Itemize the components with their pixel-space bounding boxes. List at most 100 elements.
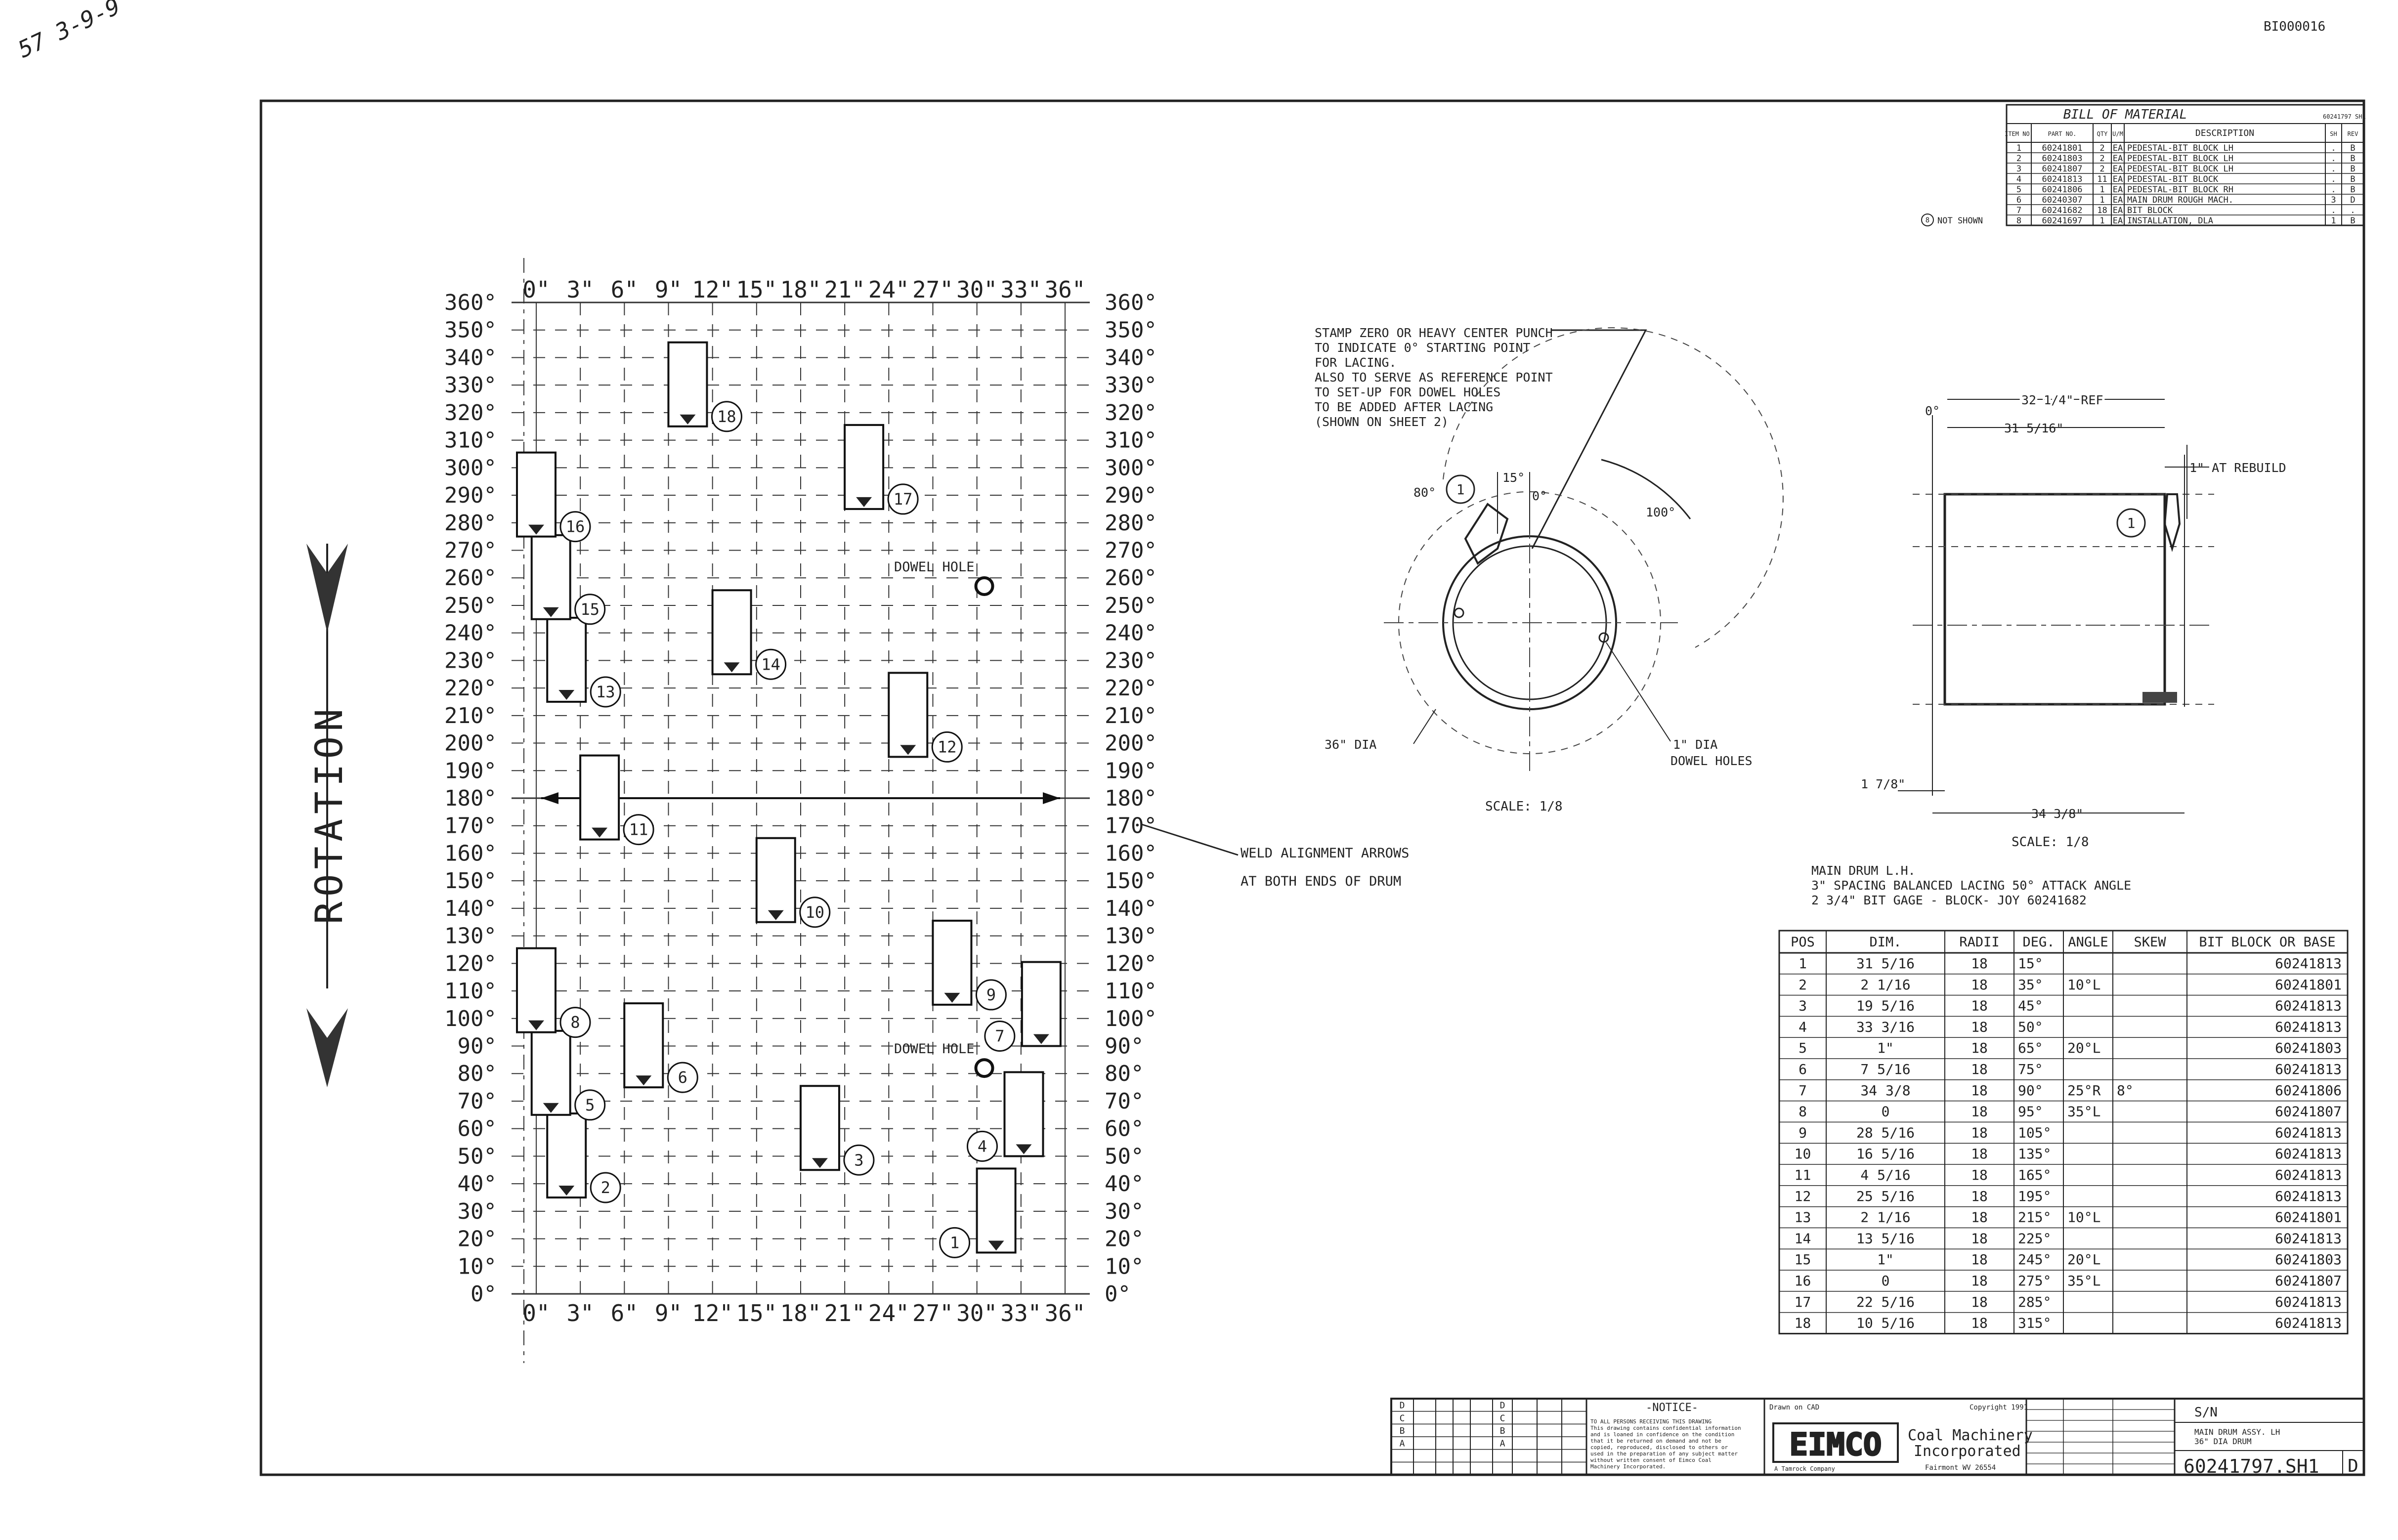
y-tick-left: 180°	[444, 786, 497, 811]
notice-line-4: that it be returned on demand and not be	[1590, 1438, 1721, 1444]
bit-block-14: 14	[711, 589, 787, 680]
y-tick-left: 320°	[444, 400, 497, 426]
bit-block-balloon	[559, 511, 591, 543]
bit-block-balloon	[755, 648, 787, 680]
bom-cell: B	[2350, 174, 2355, 184]
y-tick-left: 60°	[458, 1116, 497, 1142]
y-tick-right: 80°	[1105, 1061, 1144, 1086]
bom-cell: 7	[2016, 206, 2021, 215]
stamp-note-line-4: ALSO TO SERVE AS REFERENCE POINT	[1315, 370, 1553, 385]
bom-cell: PEDESTAL-BIT BLOCK RH	[2127, 185, 2233, 195]
sn-label: S/N	[2194, 1405, 2218, 1420]
bit-block-sketch	[1464, 503, 1509, 565]
pos-cell: 20°L	[2067, 1040, 2100, 1056]
y-tick-left: 230°	[444, 648, 497, 673]
y-tick-left: 220°	[444, 676, 497, 701]
pos-cell: 8	[1798, 1104, 1807, 1120]
bom-cell: 1	[2016, 143, 2021, 153]
y-tick-right: 330°	[1105, 373, 1157, 398]
y-tick-left: 150°	[444, 868, 497, 894]
y-tick-left: 20°	[458, 1227, 497, 1252]
pos-cell: 18	[1971, 998, 1988, 1014]
notice-line-5: copied, reproduced, disclosed to others …	[1590, 1444, 1728, 1451]
bom-cell: EA	[2113, 143, 2123, 153]
bit-block-balloon-label: 18	[717, 407, 736, 426]
bom-cell: 60241806	[2042, 185, 2083, 195]
pos-cell: 60241813	[2275, 998, 2342, 1014]
bit-block-outline	[888, 672, 929, 758]
bit-block-balloon	[574, 1089, 606, 1121]
side-view-balloon	[2116, 508, 2146, 538]
y-tick-left: 140°	[444, 896, 497, 921]
y-tick-left: 280°	[444, 511, 497, 536]
weld-arrow-right	[1043, 792, 1060, 804]
x-tick-top: 12"	[692, 276, 733, 303]
y-tick-left: 190°	[444, 758, 497, 783]
bit-tip-marker	[543, 607, 559, 617]
rotation-arrow-head-bottom	[306, 1008, 348, 1087]
pos-cell: 14	[1795, 1230, 1811, 1246]
rebuild-label: 1" AT REBUILD	[2189, 461, 2286, 475]
pos-cell: 60241803	[2275, 1251, 2342, 1268]
x-tick-top: 27"	[912, 276, 953, 303]
pos-cell: 18	[1971, 1104, 1988, 1120]
not-shown-symbol	[1921, 214, 1934, 226]
bom-cell: EA	[2113, 206, 2123, 215]
y-tick-right: 130°	[1105, 924, 1157, 949]
bit-block-balloon-label: 6	[678, 1068, 687, 1087]
pos-cell: 135°	[2018, 1146, 2051, 1162]
pos-cell: 12	[1795, 1188, 1811, 1204]
pos-cell: 13	[1795, 1209, 1811, 1226]
weld-note: WELD ALIGNMENT ARROWS AT BOTH ENDS OF DR…	[1141, 823, 1409, 889]
y-tick-left: 160°	[444, 841, 497, 866]
y-tick-left: 200°	[444, 731, 497, 756]
bom-cell: EA	[2113, 185, 2123, 195]
eimco-logo-box	[1772, 1422, 1899, 1463]
pos-cell: 16	[1795, 1273, 1811, 1289]
pos-cell: 225°	[2018, 1230, 2051, 1246]
pos-cell: 7 5/16	[1860, 1061, 1910, 1077]
bom-cell: 8	[2016, 216, 2021, 226]
dim-31-label: 31 5/16"	[2004, 421, 2063, 435]
pos-header-cell: RADII	[1959, 935, 1999, 950]
bom-cell: 1	[2099, 195, 2104, 205]
pos-cell: 4	[1798, 1019, 1807, 1035]
dowel-hole-label: DOWEL HOLE	[894, 1041, 975, 1057]
copyright-note: Copyright 1991	[1970, 1404, 2028, 1412]
angle-arc-inner	[1601, 459, 1691, 519]
pos-cell: 18	[1971, 1273, 1988, 1289]
y-tick-right: 300°	[1105, 455, 1157, 480]
pos-cell: 22 5/16	[1856, 1294, 1915, 1310]
x-tick-bottom: 36"	[1044, 1300, 1085, 1326]
drawing-rev: D	[2348, 1456, 2358, 1476]
pos-cell: 18	[1971, 977, 1988, 993]
company-name-1: Coal Machinery	[1908, 1427, 2033, 1444]
pos-cell: 31 5/16	[1856, 955, 1915, 972]
notice-line-3: and is loaned in confidence on the condi…	[1590, 1431, 1734, 1438]
bit-block-outline	[932, 919, 973, 1006]
dowel-hole-right	[1598, 632, 1609, 643]
pos-cell: 35°L	[2067, 1104, 2100, 1120]
rev-letter: D	[1400, 1401, 1405, 1411]
bom-cell: PEDESTAL-BIT BLOCK	[2127, 174, 2219, 184]
rotation-label: ROTATION	[307, 704, 351, 924]
bit-block-balloon-label: 17	[894, 490, 913, 509]
pos-cell: 50°	[2018, 1019, 2043, 1035]
pos-cell: 33 3/16	[1856, 1019, 1915, 1035]
pos-cell: 60241813	[2275, 1124, 2342, 1141]
weld-note-line-2: AT BOTH ENDS OF DRUM	[1241, 874, 1401, 889]
pos-cell: 18	[1971, 1061, 1988, 1077]
x-tick-bottom: 18"	[780, 1300, 821, 1326]
pos-cell: 195°	[2018, 1188, 2051, 1204]
pos-cell: 13 5/16	[1856, 1230, 1915, 1246]
bom-header-cell: ITEM NO.	[2005, 130, 2033, 137]
pos-cell: 60241813	[2275, 1315, 2342, 1331]
drawing-number: 60241797.SH1	[2184, 1455, 2319, 1477]
notice-line-6: used in the preparation of any subject m…	[1590, 1451, 1738, 1457]
y-tick-right: 190°	[1105, 758, 1157, 783]
y-tick-right: 70°	[1105, 1089, 1144, 1114]
pos-cell: 60241806	[2275, 1082, 2342, 1099]
pos-header-cell: ANGLE	[2068, 935, 2108, 950]
bom-cell: 11	[2097, 174, 2107, 184]
bit-tip-marker	[1016, 1144, 1032, 1155]
